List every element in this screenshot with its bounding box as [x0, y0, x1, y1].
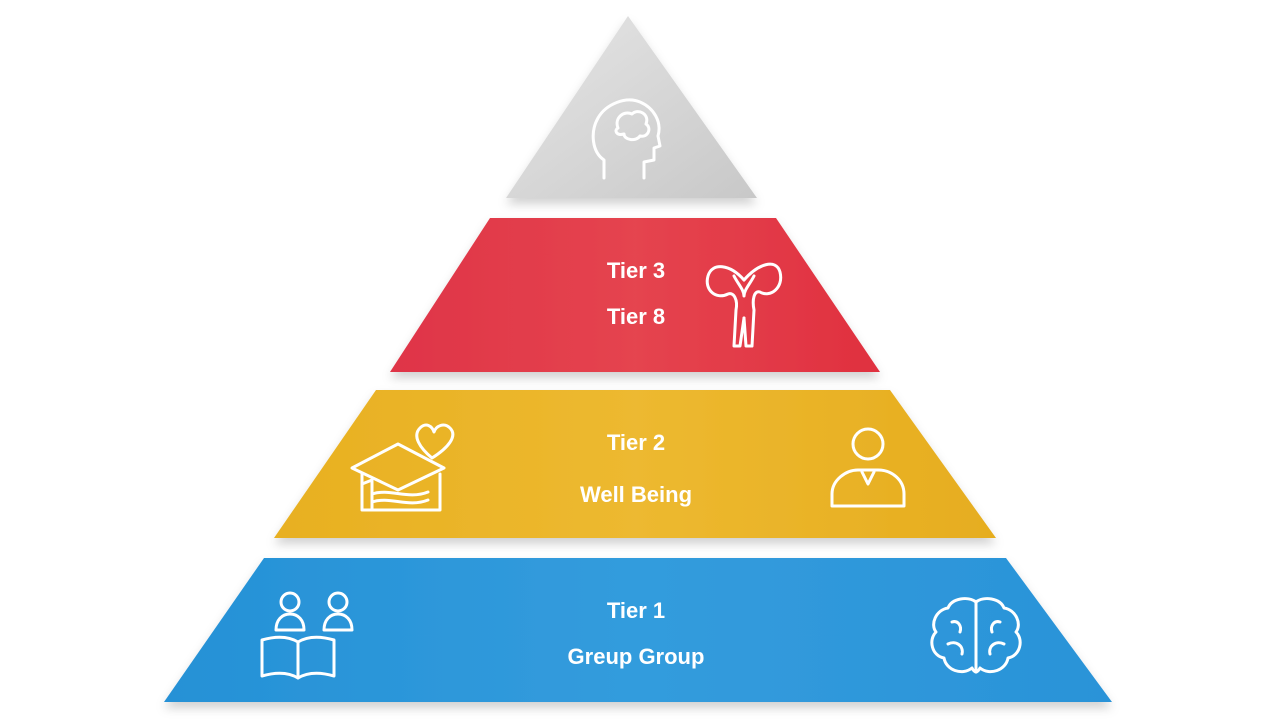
pyramid-level-top	[506, 16, 757, 198]
level-yellow-shape	[274, 390, 996, 538]
level-yellow-text-1: Tier 2	[607, 430, 665, 455]
level-blue-text-2: Greup Group	[568, 644, 705, 669]
level-red-shape	[390, 218, 880, 372]
level-top-shape	[506, 16, 757, 198]
brain-icon	[930, 597, 1022, 674]
uterus-icon	[705, 262, 783, 348]
level-red-text-1: Tier 3	[607, 258, 665, 283]
pyramid-level-yellow: Tier 2 Well Being	[274, 390, 996, 538]
level-yellow-text-2: Well Being	[580, 482, 692, 507]
pyramid-level-blue: Tier 1 Greup Group	[164, 558, 1112, 702]
pyramid-level-red: Tier 3 Tier 8	[390, 218, 880, 372]
level-blue-shape	[164, 558, 1112, 702]
people-book-icon	[260, 591, 354, 680]
level-blue-text-1: Tier 1	[607, 598, 665, 623]
head-brain-icon	[591, 98, 662, 180]
person-icon	[830, 427, 906, 508]
level-red-text-2: Tier 8	[607, 304, 665, 329]
graduation-heart-icon	[350, 423, 455, 512]
